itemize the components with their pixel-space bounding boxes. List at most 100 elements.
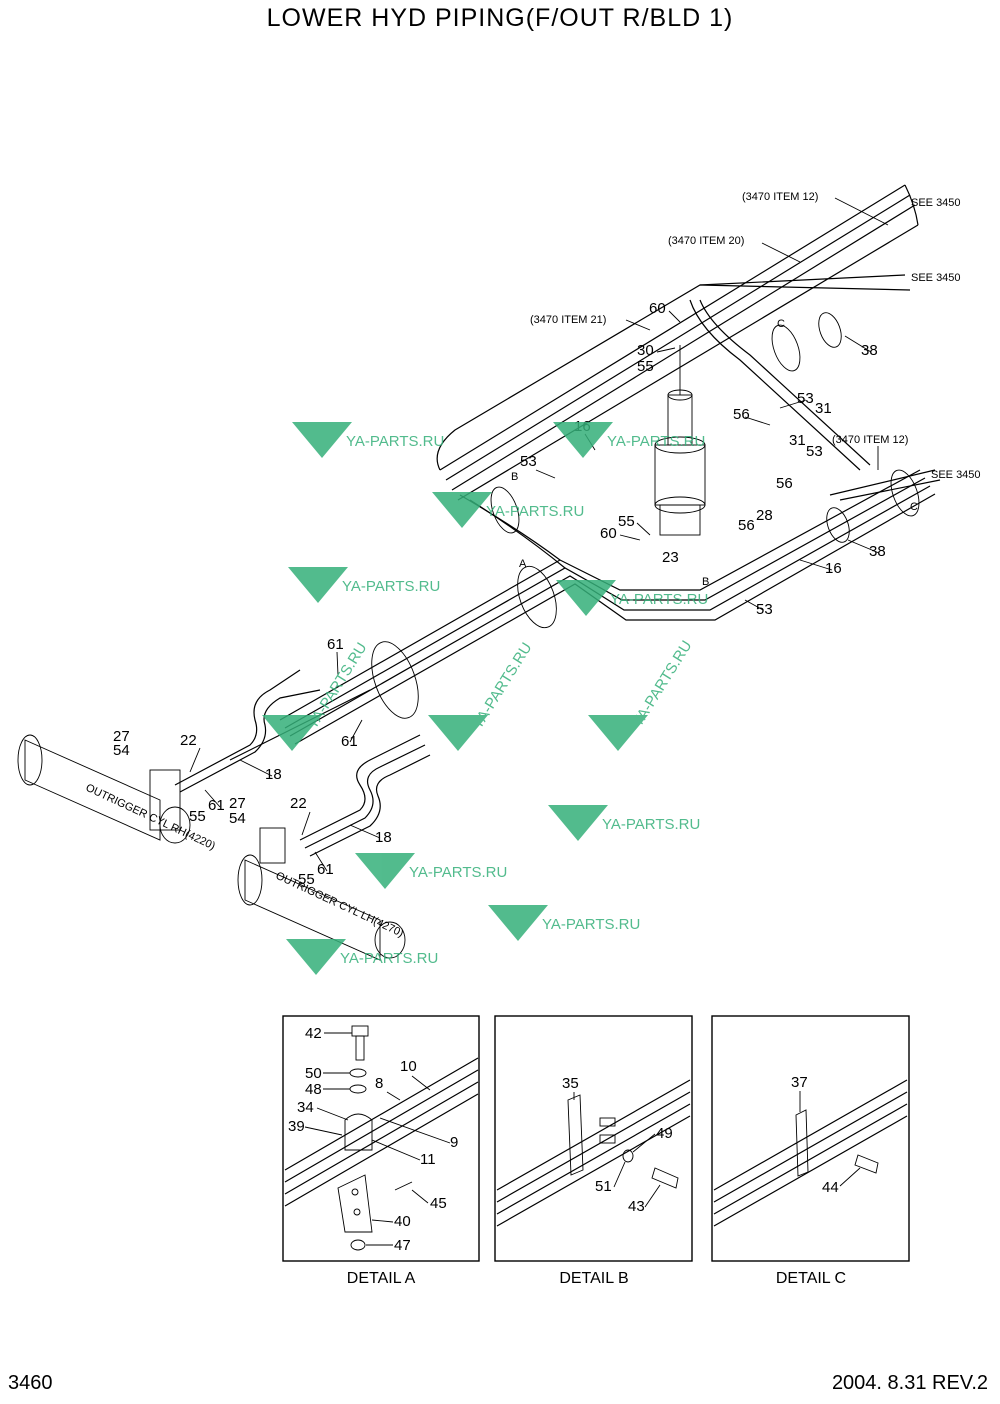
watermark-text: YA-PARTS.RU bbox=[409, 864, 507, 881]
part-number: 28 bbox=[756, 507, 773, 524]
part-number: 47 bbox=[394, 1237, 411, 1254]
part-number: 23 bbox=[662, 549, 679, 566]
detail-c-caption: DETAIL C bbox=[776, 1270, 846, 1287]
watermark: YA-PARTS.RU bbox=[432, 492, 584, 528]
watermark-text: YA-PARTS.RU bbox=[346, 433, 444, 450]
part-number: 45 bbox=[430, 1195, 447, 1212]
part-number: 9 bbox=[450, 1134, 458, 1151]
section-marker: C bbox=[777, 318, 785, 330]
watermark-text: YA-PARTS.RU bbox=[607, 433, 705, 450]
detail-a-caption: DETAIL A bbox=[347, 1270, 416, 1287]
part-number: 53 bbox=[520, 453, 537, 470]
watermark: YA-PARTS.RU bbox=[556, 580, 708, 616]
section-marker: A bbox=[519, 558, 527, 570]
watermark-text: YA-PARTS.RU bbox=[629, 638, 696, 730]
part-number: 54 bbox=[113, 742, 130, 759]
part-number: 60 bbox=[649, 300, 666, 317]
watermark-text: YA-PARTS.RU bbox=[469, 640, 536, 732]
watermark: YA-PARTS.RU bbox=[428, 640, 536, 751]
part-number: 55 bbox=[637, 358, 654, 375]
watermark: YA-PARTS.RU bbox=[292, 422, 444, 458]
part-number: 61 bbox=[327, 636, 344, 653]
part-number: 18 bbox=[375, 829, 392, 846]
part-number: 42 bbox=[305, 1025, 322, 1042]
part-number: 56 bbox=[738, 517, 755, 534]
part-number: 55 bbox=[298, 871, 315, 888]
page-number: 3460 bbox=[8, 1372, 53, 1394]
part-number: 38 bbox=[869, 543, 886, 560]
reference-label: SEE 3450 bbox=[911, 197, 961, 209]
part-number: 48 bbox=[305, 1081, 322, 1098]
part-number: 55 bbox=[189, 808, 206, 825]
detail-a-box bbox=[282, 1015, 480, 1262]
watermark: YA-PARTS.RU bbox=[588, 638, 696, 751]
reference-label: SEE 3450 bbox=[931, 469, 981, 481]
part-number: 35 bbox=[562, 1075, 579, 1092]
section-marker: B bbox=[702, 576, 709, 588]
section-marker: B bbox=[511, 471, 518, 483]
watermark-text: YA-PARTS.RU bbox=[610, 591, 708, 608]
part-number: 56 bbox=[733, 406, 750, 423]
part-number: 31 bbox=[815, 400, 832, 417]
part-number: 22 bbox=[180, 732, 197, 749]
part-number: 8 bbox=[375, 1075, 383, 1092]
part-number: 30 bbox=[637, 342, 654, 359]
part-number: 53 bbox=[806, 443, 823, 460]
detail-a-drawing: 42 50 48 34 39 10 8 9 11 45 40 47 bbox=[284, 1025, 479, 1254]
part-number: 18 bbox=[265, 766, 282, 783]
detail-c-drawing: 37 44 bbox=[713, 1074, 908, 1227]
section-ellipses bbox=[371, 312, 920, 719]
reference-label: (3470 ITEM 20) bbox=[668, 235, 744, 247]
part-number: 10 bbox=[400, 1058, 417, 1075]
part-number: 51 bbox=[595, 1178, 612, 1195]
watermark-text: YA-PARTS.RU bbox=[542, 916, 640, 933]
reference-label: SEE 3450 bbox=[911, 272, 961, 284]
part-number: 27 bbox=[229, 795, 246, 812]
detail-c-box bbox=[711, 1015, 910, 1262]
watermark: YA-PARTS.RU bbox=[553, 422, 705, 458]
part-number: 34 bbox=[297, 1099, 314, 1116]
part-number: 61 bbox=[208, 797, 225, 814]
watermark-text: YA-PARTS.RU bbox=[486, 503, 584, 520]
part-number: 40 bbox=[394, 1213, 411, 1230]
part-number: 53 bbox=[756, 601, 773, 618]
watermark-group: YA-PARTS.RU YA-PARTS.RU YA-PARTS.RU YA-P… bbox=[262, 422, 708, 975]
part-number: 56 bbox=[776, 475, 793, 492]
watermark: YA-PARTS.RU bbox=[355, 853, 507, 889]
watermark-text: YA-PARTS.RU bbox=[602, 816, 700, 833]
watermark-text: YA-PARTS.RU bbox=[342, 578, 440, 595]
part-number: 60 bbox=[600, 525, 617, 542]
watermark: YA-PARTS.RU bbox=[288, 567, 440, 603]
page-title: LOWER HYD PIPING(F/OUT R/BLD 1) bbox=[266, 4, 734, 32]
center-swivel bbox=[654, 345, 706, 536]
part-number: 54 bbox=[229, 810, 246, 827]
outrigger-lines bbox=[174, 669, 431, 857]
watermark: YA-PARTS.RU bbox=[286, 939, 438, 975]
reference-label: (3470 ITEM 21) bbox=[530, 314, 606, 326]
detail-b-caption: DETAIL B bbox=[559, 1270, 628, 1287]
part-number: 27 bbox=[113, 728, 130, 745]
part-number: 16 bbox=[825, 560, 842, 577]
detail-b-drawing: 35 49 51 43 bbox=[496, 1075, 691, 1227]
part-number: 37 bbox=[791, 1074, 808, 1091]
watermark: YA-PARTS.RU bbox=[488, 905, 640, 941]
part-number: 61 bbox=[341, 733, 358, 750]
part-number: 49 bbox=[656, 1125, 673, 1142]
revision-date: 2004. 8.31 REV.2 bbox=[831, 1372, 988, 1394]
part-number: 53 bbox=[797, 390, 814, 407]
part-number: 55 bbox=[618, 513, 635, 530]
part-number: 61 bbox=[317, 861, 334, 878]
detail-b-box bbox=[494, 1015, 693, 1262]
part-number: 11 bbox=[420, 1151, 436, 1168]
part-number: 22 bbox=[290, 795, 307, 812]
section-marker: C bbox=[910, 501, 918, 513]
part-number: 50 bbox=[305, 1065, 322, 1082]
reference-label: (3470 ITEM 12) bbox=[742, 191, 818, 203]
part-number: 31 bbox=[789, 432, 806, 449]
middle-pipe-bundle bbox=[279, 469, 941, 745]
part-number: 39 bbox=[288, 1118, 305, 1135]
upper-pipe-bundle bbox=[436, 184, 919, 501]
part-number: 43 bbox=[628, 1198, 645, 1215]
reference-label: (3470 ITEM 12) bbox=[832, 434, 908, 446]
